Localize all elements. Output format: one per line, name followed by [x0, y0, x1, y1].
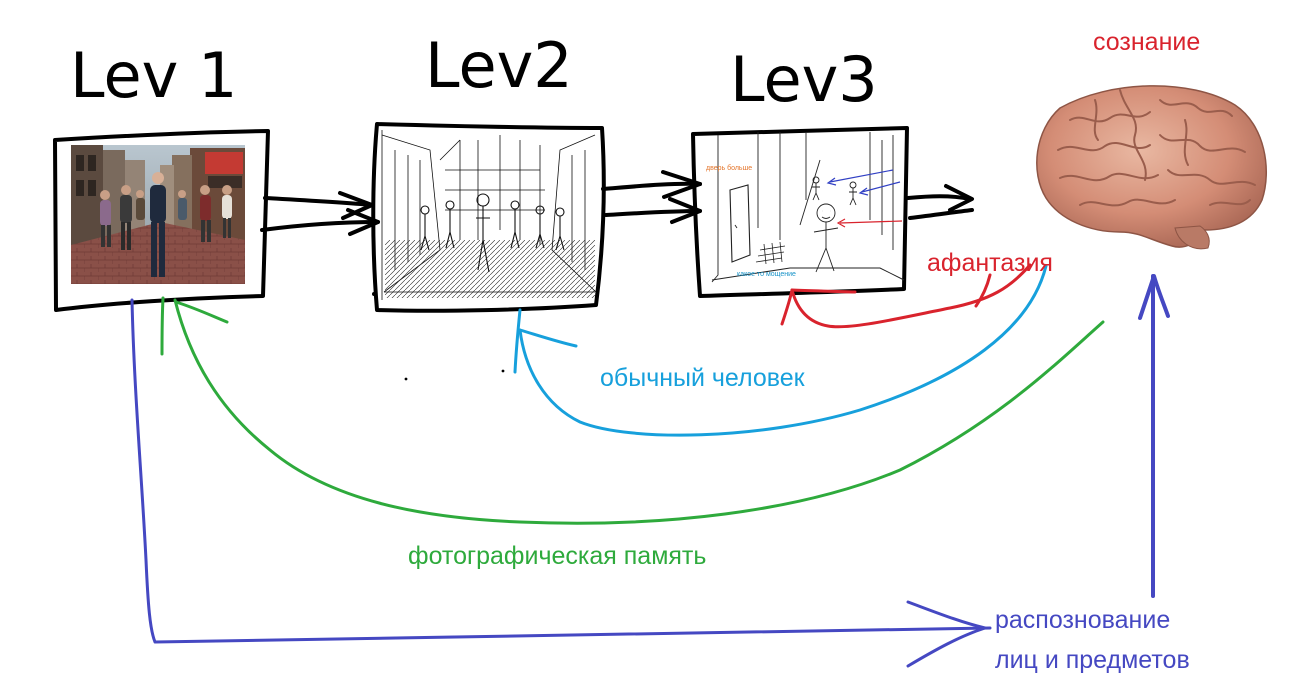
level-3-box: дверь больше какое то мощение	[691, 126, 909, 298]
ordinary-person-curve	[513, 264, 1048, 437]
level-3-title: Lev3	[730, 43, 878, 116]
stick-figure-sketch	[711, 132, 905, 283]
upward-arrow	[1138, 274, 1170, 598]
consciousness-label: сознание	[1093, 28, 1201, 56]
paving-sketch-label: какое то мощение	[737, 271, 796, 278]
recognition-label-line1: распознование	[995, 606, 1171, 634]
recognition-path	[130, 298, 992, 668]
recognition-label-line2: лиц и предметов	[995, 646, 1190, 674]
level-1-title: Lev 1	[70, 39, 237, 112]
photographic-memory-label: фотографическая память	[408, 542, 707, 570]
sketch-pointer-arrows	[826, 169, 903, 228]
aphantasia-curve	[780, 263, 1032, 329]
street-photo	[71, 145, 245, 284]
photographic-memory-curve	[160, 296, 1105, 525]
door-sketch-label: дверь больше	[706, 164, 752, 172]
flow-arrows	[260, 170, 974, 236]
level-1-box	[53, 129, 270, 312]
aphantasia-label: афантазия	[927, 249, 1053, 277]
stray-marks	[372, 292, 505, 381]
level-2-title: Lev2	[425, 29, 573, 102]
street-sketch	[381, 130, 597, 300]
brain-image	[1036, 85, 1268, 250]
ordinary-person-label: обычный человек	[600, 364, 805, 392]
level-2-box	[371, 122, 606, 313]
